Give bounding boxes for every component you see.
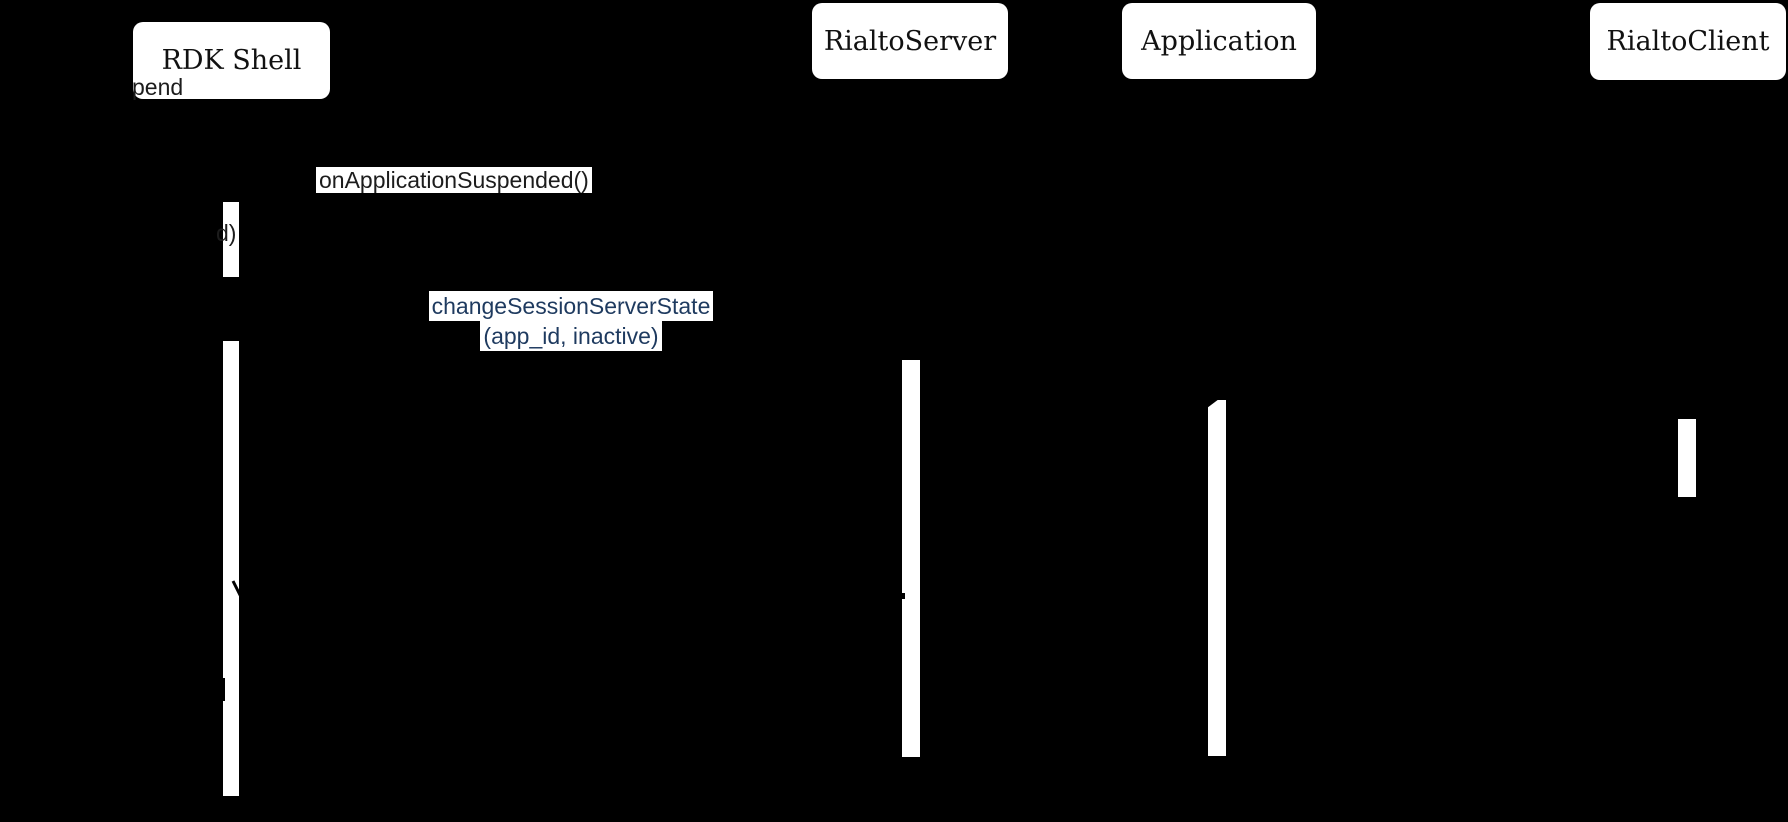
message-label-on-application-suspended: onApplicationSuspended() bbox=[316, 167, 592, 193]
clipped-text-suspend-fragment: pend bbox=[132, 74, 184, 100]
participant-label-rdk-shell: RDK Shell bbox=[161, 45, 302, 76]
activation-bar-rialto-server bbox=[902, 360, 920, 757]
message-text-change-session-server-state-line2: (app_id, inactive) bbox=[480, 321, 662, 351]
activation-bar-rdk-shell-second bbox=[223, 341, 239, 796]
participant-box-application: Application bbox=[1122, 3, 1316, 79]
participant-label-rialto-server: RialtoServer bbox=[823, 25, 997, 57]
message-label-change-session-server-state: changeSessionServerState (app_id, inacti… bbox=[412, 291, 730, 351]
participant-label-rialto-client: RialtoClient bbox=[1606, 26, 1770, 57]
activation-bar-rialto-client bbox=[1678, 419, 1696, 497]
participant-box-rialto-server: RialtoServer bbox=[812, 3, 1008, 79]
message-text-on-application-suspended: onApplicationSuspended() bbox=[316, 167, 592, 193]
participant-box-rdk-shell: RDK Shell bbox=[133, 22, 330, 99]
message-text-change-session-server-state-line1: changeSessionServerState bbox=[428, 291, 714, 321]
activation-bar-application bbox=[1208, 400, 1226, 756]
clipped-text-appid-fragment: d) bbox=[216, 220, 237, 246]
participant-box-rialto-client: RialtoClient bbox=[1590, 3, 1786, 80]
activation-bar-rdk-shell-first bbox=[223, 202, 239, 277]
participant-label-application: Application bbox=[1141, 25, 1297, 57]
